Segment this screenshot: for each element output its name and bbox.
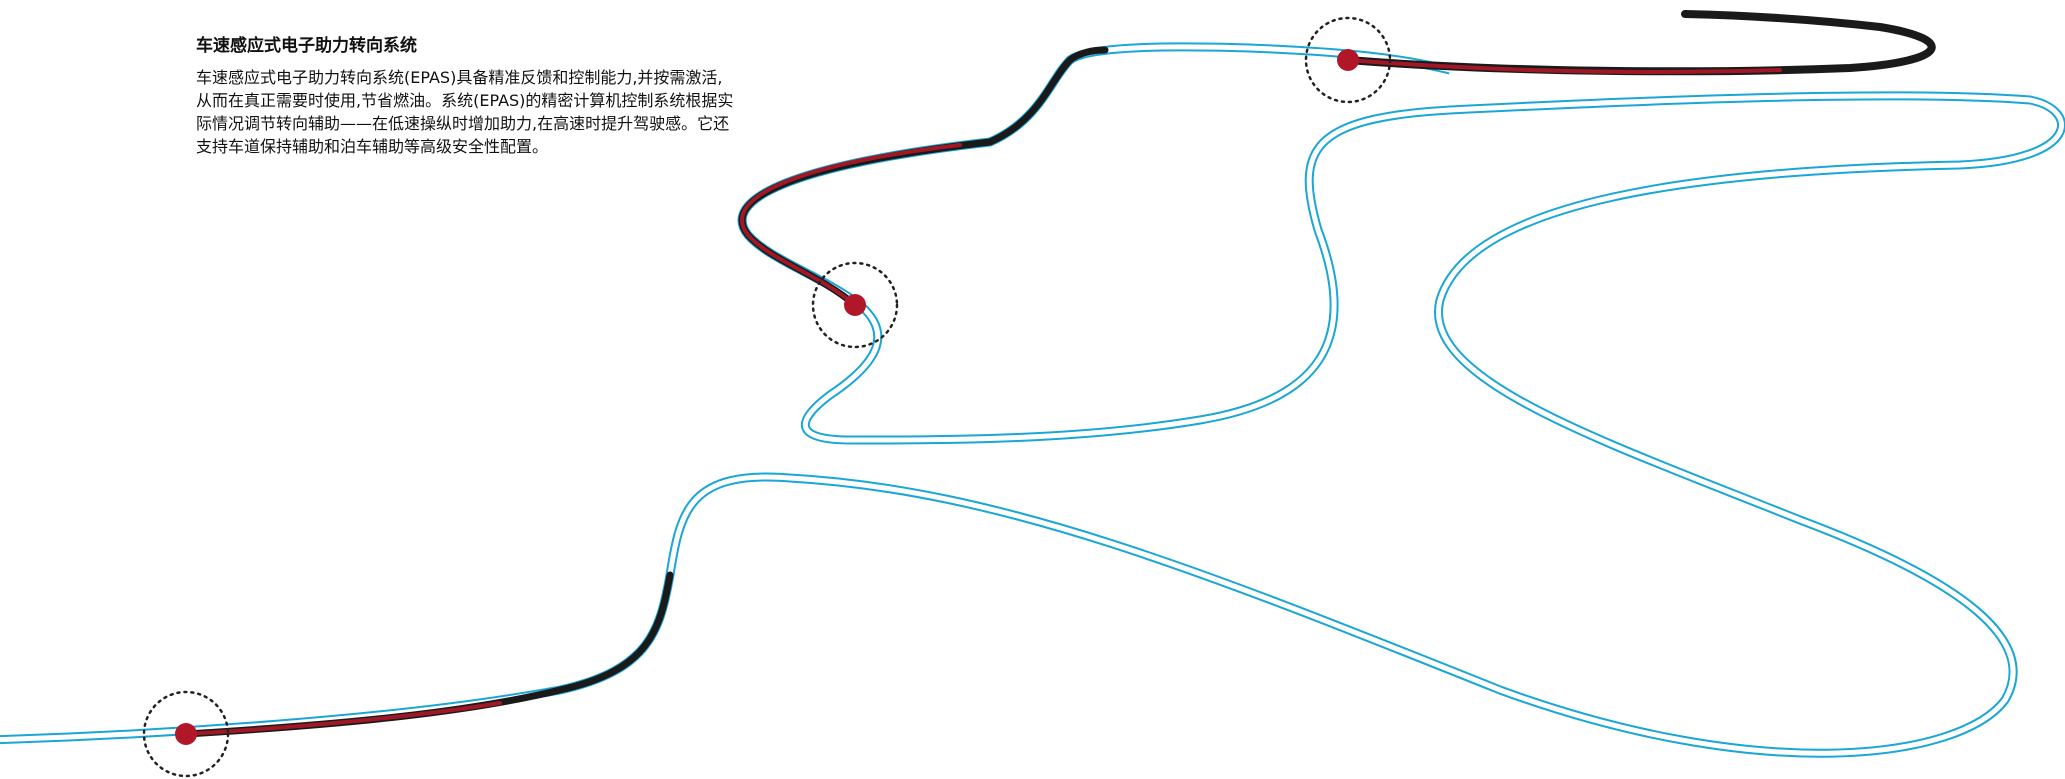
- active-segment-top-shadow: [1344, 10, 1936, 76]
- active-segment-middle: [740, 143, 962, 307]
- description-block: 车速感应式电子助力转向系统 车速感应式电子助力转向系统(EPAS)具备精准反馈和…: [196, 34, 736, 158]
- marker-bottom-left: [142, 690, 230, 778]
- active-segment-bottom-shadow: [182, 571, 674, 738]
- diagram-description: 车速感应式电子助力转向系统(EPAS)具备精准反馈和控制能力,并按需激活,从而在…: [196, 68, 734, 156]
- marker-middle: [811, 261, 899, 349]
- active-segment-bottom: [184, 701, 502, 736]
- diagram-title: 车速感应式电子助力转向系统: [196, 36, 417, 56]
- marker-top: [1304, 16, 1392, 104]
- active-segment-top: [1346, 58, 1782, 74]
